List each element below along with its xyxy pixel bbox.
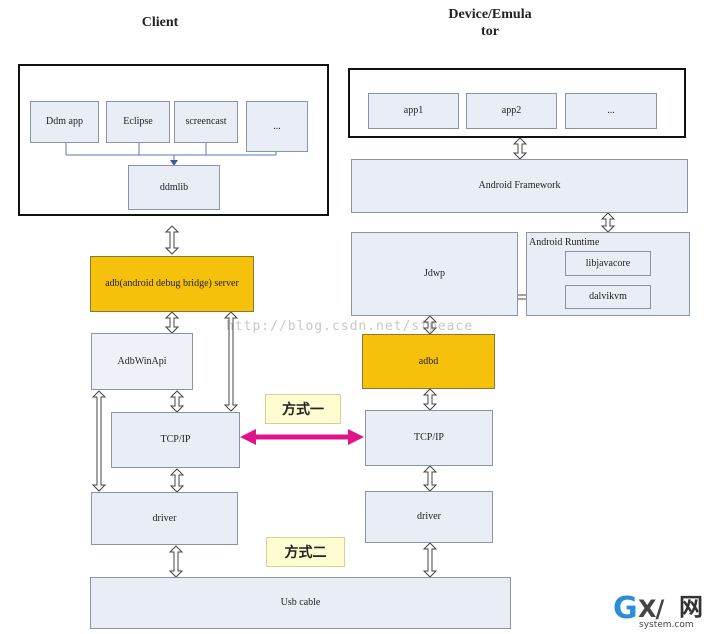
arrow-device-tcp-driver-icon — [422, 465, 438, 492]
ddmlib-box: ddmlib — [128, 165, 220, 210]
tcp-link-arrow-icon — [240, 429, 364, 445]
arrow-tcp-driver-icon — [169, 468, 185, 493]
arrow-device-driver-usb-icon — [422, 542, 438, 578]
jdwp-box: Jdwp — [351, 232, 518, 316]
client-app-eclipse: Eclipse — [106, 101, 170, 143]
device-app2: app2 — [466, 93, 557, 129]
libjavacore-box: libjavacore — [565, 251, 651, 276]
device-title-line1: Device/Emula — [448, 7, 532, 22]
usb-cable-box: Usb cable — [90, 577, 511, 629]
device-title: Device/Emula tor — [430, 6, 550, 40]
arrow-apps-framework-icon — [512, 137, 528, 160]
method-one-note: 方式一 — [265, 394, 341, 424]
arrow-ddmlib-adb-icon — [164, 225, 180, 255]
site-logo: G X/ 网 system.com — [613, 592, 709, 632]
arrow-driver-usb-icon — [168, 545, 184, 578]
device-tcpip-box: TCP/IP — [365, 410, 493, 466]
method-two-note: 方式二 — [266, 537, 345, 567]
client-app-ddm: Ddm app — [30, 101, 99, 143]
arrow-adb-adbwinapi-icon — [164, 311, 180, 334]
arrow-adbwinapi-driver-icon — [91, 390, 107, 492]
arrow-adb-tcp-icon — [223, 311, 239, 412]
client-tcpip-box: TCP/IP — [111, 412, 240, 468]
device-app-more: ... — [565, 93, 657, 129]
logo-site-text: system.com — [639, 620, 694, 630]
arrow-adbd-tcp-icon — [422, 388, 438, 411]
arrow-adbwinapi-tcp-icon — [169, 390, 185, 413]
logo-wang-char: 网 — [679, 593, 703, 621]
device-title-line2: tor — [481, 24, 499, 39]
logo-xi-letters: X/ — [638, 595, 664, 623]
adbwinapi-box: AdbWinApi — [91, 333, 193, 390]
client-title: Client — [141, 15, 179, 30]
android-runtime-label: Android Runtime — [529, 237, 600, 248]
dalvikvm-box: dalvikvm — [565, 285, 651, 309]
logo-g-letter: G — [613, 591, 638, 626]
android-framework-box: Android Framework — [351, 159, 688, 213]
client-app-screencast: screencast — [174, 101, 238, 143]
client-driver-box: driver — [91, 492, 238, 545]
device-driver-box: driver — [365, 491, 493, 543]
blog-watermark: http://blog.csdn.net/stpeace — [226, 319, 474, 334]
arrow-framework-runtime-icon — [600, 212, 616, 233]
ddmlib-arrow-icon — [170, 160, 178, 166]
adb-server-box: adb(android debug bridge) server — [90, 256, 254, 312]
adbd-box: adbd — [362, 334, 495, 389]
client-app-more: ... — [246, 101, 308, 152]
device-app1: app1 — [368, 93, 459, 129]
